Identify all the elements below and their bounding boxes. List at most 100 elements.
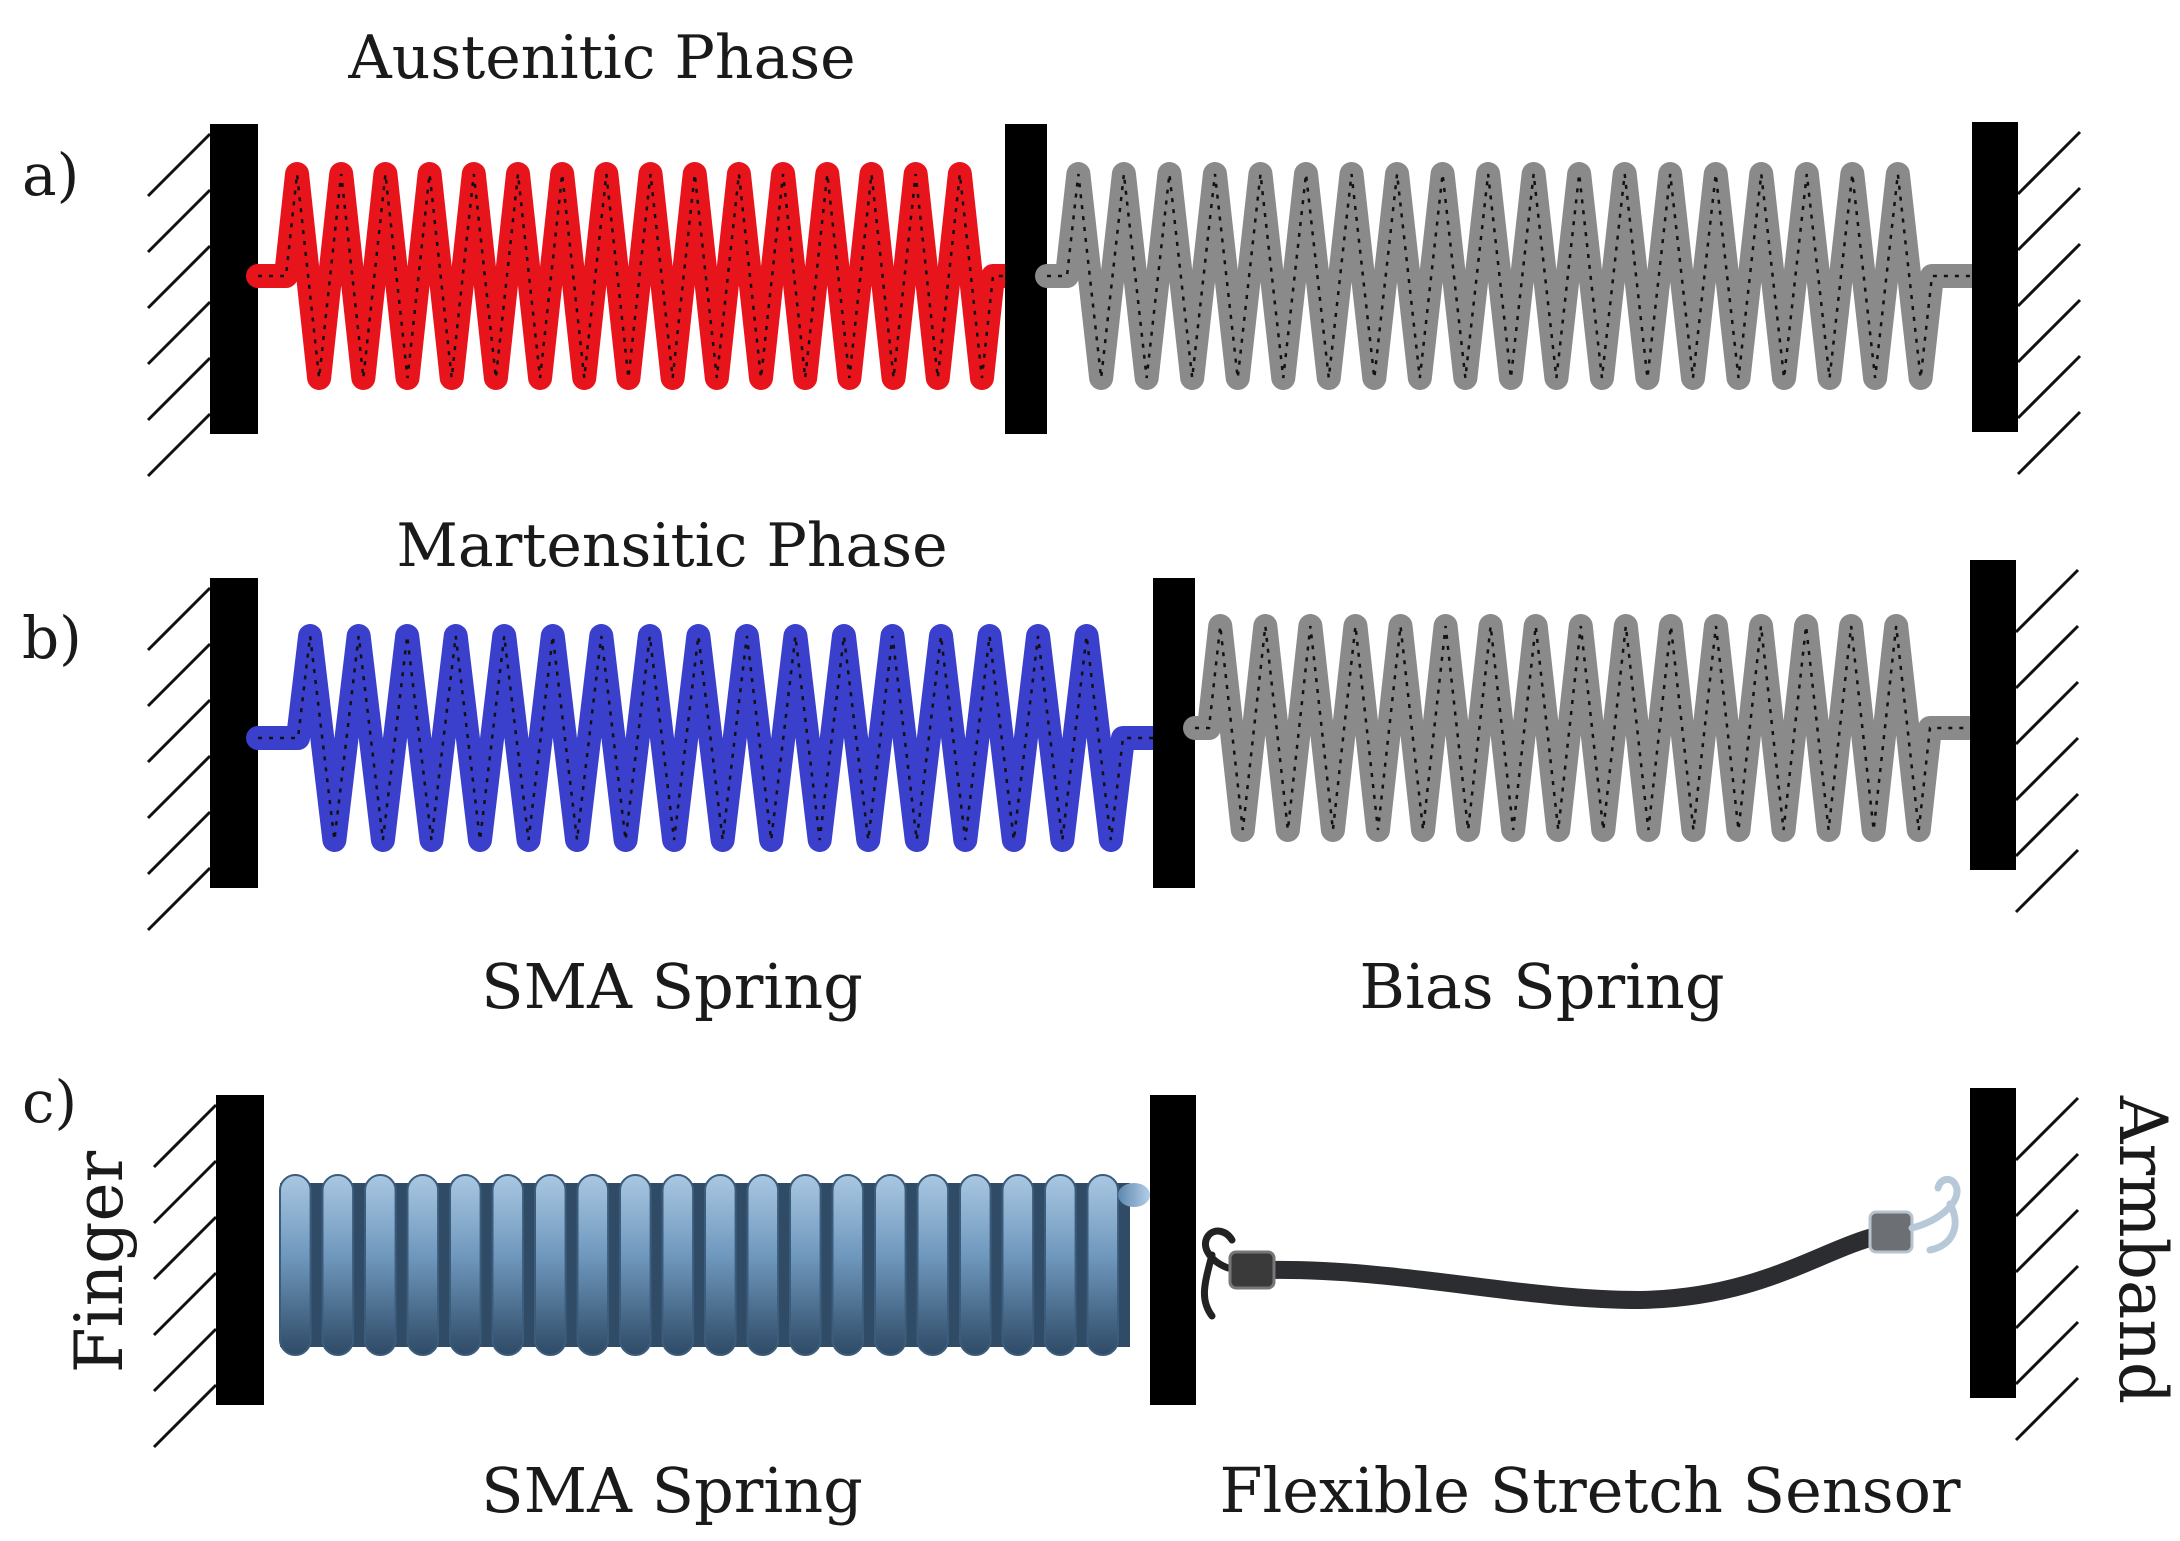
helical-coil-icon (246, 624, 1165, 852)
wall-bar (1970, 1088, 2016, 1398)
hatch-line (2014, 624, 2080, 690)
hatch-line (146, 188, 212, 254)
right-wall-b (1970, 560, 2080, 914)
hatch-line (2014, 1376, 2080, 1442)
hatch-line (146, 586, 212, 652)
hatch-line (152, 1271, 218, 1337)
hatch-line (152, 1383, 218, 1449)
sma-spring-martensitic (246, 624, 1165, 852)
hatch-line (152, 1327, 218, 1393)
coil-turn (619, 1174, 652, 1356)
coil-turn (789, 1174, 822, 1356)
panel-a: a) Austenitic Phase (22, 23, 2082, 478)
hatched-wall-icon (146, 132, 212, 478)
right-hook (1908, 1176, 1961, 1254)
coil-turn (1086, 1174, 1120, 1356)
armband-label: Armband (2104, 1095, 2180, 1404)
bias-spring-label: Bias Spring (1359, 950, 1724, 1023)
wall-bar (216, 1095, 264, 1405)
stretch-sensor-icon (1200, 1176, 1961, 1320)
hatch-line (146, 132, 212, 198)
hatch-line (2016, 298, 2082, 364)
wall-bar (1970, 560, 2016, 870)
hatched-wall-icon (2014, 1096, 2080, 1442)
panel-b-letter: b) (22, 604, 82, 672)
left-wall-b (146, 578, 258, 932)
coil-turn (831, 1174, 865, 1356)
hatch-line (146, 356, 212, 422)
sensor-cable (1259, 1226, 1889, 1310)
hatch-line (152, 1215, 218, 1281)
spring-centerline (1195, 625, 1970, 831)
hatch-line (2014, 1096, 2080, 1162)
hatch-line (146, 244, 212, 310)
left-wall-c (152, 1095, 264, 1449)
panel-b: b) Martensitic Phase SMA Spring Bias Spr… (22, 511, 2080, 1023)
coil-turn (1044, 1174, 1077, 1356)
panel-a-letter: a) (22, 141, 79, 209)
coil-turn (661, 1174, 695, 1356)
helical-coil-icon (279, 1174, 1150, 1356)
hatch-line (2016, 242, 2082, 308)
spring-coil (246, 162, 1017, 390)
finger-label: Finger (61, 1150, 138, 1373)
panel-a-title: Austenitic Phase (347, 23, 855, 93)
hatch-line (2014, 1208, 2080, 1274)
hatch-line (146, 412, 212, 478)
hatch-line (146, 642, 212, 708)
hatched-wall-icon (146, 586, 212, 932)
panel-c-letter: c) (22, 1068, 77, 1136)
hatch-line (2014, 1264, 2080, 1330)
spring-centerline (258, 173, 1005, 379)
coil-turn (491, 1174, 525, 1356)
hatch-line (2014, 568, 2080, 634)
hatched-wall-icon (2016, 130, 2082, 476)
helical-coil-icon (246, 162, 1017, 390)
hatch-line (2014, 1320, 2080, 1386)
hatch-line (146, 300, 212, 366)
right-crimp (1868, 1210, 1914, 1254)
hatch-line (2014, 736, 2080, 802)
coil-turn (364, 1174, 397, 1356)
coil-turn (704, 1174, 737, 1356)
hatch-line (146, 866, 212, 932)
coil-turn (1001, 1174, 1035, 1356)
hatch-line (146, 810, 212, 876)
hatched-wall-icon (2014, 568, 2080, 914)
hatched-wall-icon (152, 1103, 218, 1449)
coil-turn (916, 1174, 950, 1356)
spring-centerline (1047, 173, 1972, 379)
hatch-line (146, 698, 212, 764)
coil-turn (874, 1174, 907, 1356)
coil-turn (746, 1174, 780, 1356)
coil-end-cap (1118, 1183, 1150, 1207)
coil-turn (321, 1174, 355, 1356)
left-crimp (1228, 1250, 1276, 1290)
helical-coil-icon (1183, 614, 1982, 842)
spring-centerline (258, 635, 1153, 841)
bias-spring-a (1035, 162, 1984, 390)
wall-bar (1972, 122, 2018, 432)
hatch-line (152, 1103, 218, 1169)
sma-spring-c-label: SMA Spring (481, 1454, 863, 1527)
right-wall-a (1972, 122, 2082, 476)
sma-spring-austenitic (246, 162, 1017, 390)
hatch-line (2014, 792, 2080, 858)
coil-turn (449, 1174, 482, 1356)
flexible-stretch-sensor-label: Flexible Stretch Sensor (1219, 1454, 1960, 1527)
left-hook (1200, 1227, 1236, 1320)
hatch-line (2016, 130, 2082, 196)
hatch-line (2014, 1152, 2080, 1218)
panel-b-title: Martensitic Phase (396, 511, 947, 581)
coil-turn (959, 1174, 992, 1356)
hatch-line (2014, 848, 2080, 914)
bias-spring-b (1183, 614, 1982, 842)
spring-coil (246, 624, 1165, 852)
spring-coil (1035, 162, 1984, 390)
left-wall-a (146, 124, 258, 478)
hatch-line (2016, 410, 2082, 476)
spring-coil (1183, 614, 1982, 842)
hatch-line (152, 1159, 218, 1225)
coil-turn (279, 1174, 312, 1356)
